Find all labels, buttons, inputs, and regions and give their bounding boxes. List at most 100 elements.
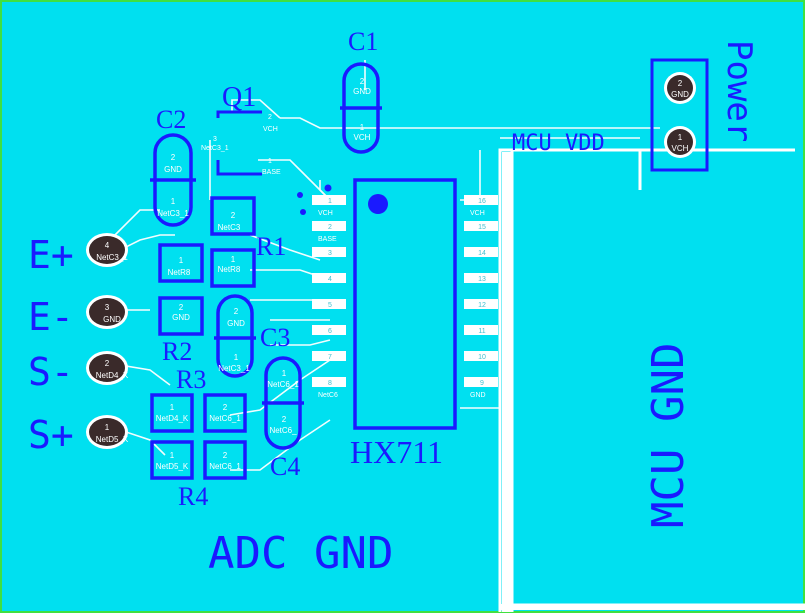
r4-pad-1-net: NetD5_K [156,462,189,471]
c3-capacitor: 2 GND 1 NetC3_1 C3 [214,294,290,378]
c4-label: C4 [270,452,300,481]
sensor-pin-net: NetC3_1 [96,253,128,262]
c2-pad-2-num: 2 [171,153,176,162]
c2-label: C2 [156,105,186,134]
ic-pin-num: 11 [478,328,485,335]
c4-capacitor: 1 NetC6_1 2 NetC6_ C4 [262,356,304,481]
label-s-minus: S- [28,350,74,394]
r2-pad-1-num: 1 [179,256,184,265]
q1-transistor: 3 NetC3_1 2 VCH 1 BASE Q1 [201,82,281,176]
sensor-pin-net: GND [103,315,121,324]
r3-pad-2-num: 2 [223,403,228,412]
ic-pin-6: 6 [312,325,346,335]
hx711-label: HX711 [350,434,443,470]
c1-pad-2-num: 2 [360,77,365,86]
ic-pin-7: 7 [312,351,346,361]
c2-capacitor: 2 GND 1 NetC3_1 C2 [150,105,196,227]
label-s-plus: S+ [28,413,74,457]
ic-pin-num: 12 [478,302,486,309]
c3-label: C3 [260,323,290,352]
q1-pin-1-num: 1 [268,158,272,165]
c2-pad-1-net: NetC3_1 [157,209,189,218]
r2-resistor: 1 NetR8 2 GND R2 [158,243,204,366]
r2-label: R2 [162,337,192,366]
c2-pad-1-num: 1 [171,197,176,206]
r1-pad-1-net: NetR8 [218,265,241,274]
ic-pin-num: 1 [328,198,332,205]
ic-pin-11: 11 [464,325,498,335]
r4-pad-1-num: 1 [170,451,175,460]
ic-pin-net: GND [470,392,486,399]
ic-pin-num: 8 [328,380,332,387]
ic-pin-num: 15 [478,224,486,231]
label-e-plus: E+ [28,233,74,277]
ic-pin-net: VCH [470,210,485,217]
ic-pin-num: 16 [478,198,486,205]
label-mcu-gnd: MCU GND [643,343,694,528]
c2-pad-2-net: GND [164,165,182,174]
ic-pin-net: BASE [318,236,337,243]
ic-pin-num: 2 [328,224,332,231]
c1-capacitor: 2 GND 1 VCH C1 [340,27,382,154]
ic-pin-15: 15 [464,221,498,231]
c1-pad-2-net: GND [353,87,371,96]
q1-pin-1-net: BASE [262,169,281,176]
r1-pad-2-num: 2 [231,211,236,220]
q1-pin-2-net: VCH [263,126,278,133]
ic-pin-num: 6 [328,328,332,335]
ic-pin-10: 10 [464,351,498,361]
ic-pin-num: 10 [478,354,486,361]
r4-resistor: 1 NetD5_K 2 NetC6_1 R4 [150,440,247,511]
power-pin-num: 1 [678,133,683,142]
label-mcu-vdd: MCU VDD [512,131,605,156]
r4-pad-2-num: 2 [223,451,228,460]
q1-pin-3-net: NetC3_1 [201,145,229,152]
r4-pad-2-net: NetC6_1 [209,462,241,471]
ic-pin-num: 7 [328,354,332,361]
sensor-pin-num: 2 [105,359,110,368]
power-pin-num: 2 [678,79,683,88]
sensor-pin-net: NetD4_K [96,371,129,380]
c4-pad-2-num: 2 [282,415,287,424]
label-adc-gnd: ADC GND [208,528,393,579]
r2-pad-2-net: GND [172,313,190,322]
c3-pad-2-net: GND [227,319,245,328]
ic-pin-num: 5 [328,302,332,309]
ic-pin-num: 9 [480,380,484,387]
ic-pin-13: 13 [464,273,498,283]
r1-pad-1-num: 1 [231,255,236,264]
r2-pad-1-net: NetR8 [168,268,191,277]
c3-pad-1-num: 1 [234,353,239,362]
label-e-minus: E- [28,295,74,339]
r3-label: R3 [176,365,206,394]
ic-pin-3: 3 [312,247,346,257]
c4-pad-2-net: NetC6_ [269,426,297,435]
r1-label: R1 [256,232,286,261]
ic-pin-net: NetC6 [318,392,338,399]
ic-pin-net: VCH [318,210,333,217]
ic-pin-num: 14 [478,250,486,257]
ic-pin-num: 13 [478,276,486,283]
r3-pad-1-net: NetD4_K [156,414,189,423]
ic-pin-4: 4 [312,273,346,283]
ic-pin-12: 12 [464,299,498,309]
bottom-gap [500,604,805,610]
ic-pin-14: 14 [464,247,498,257]
mcu-gnd-pour-gap [502,152,512,612]
